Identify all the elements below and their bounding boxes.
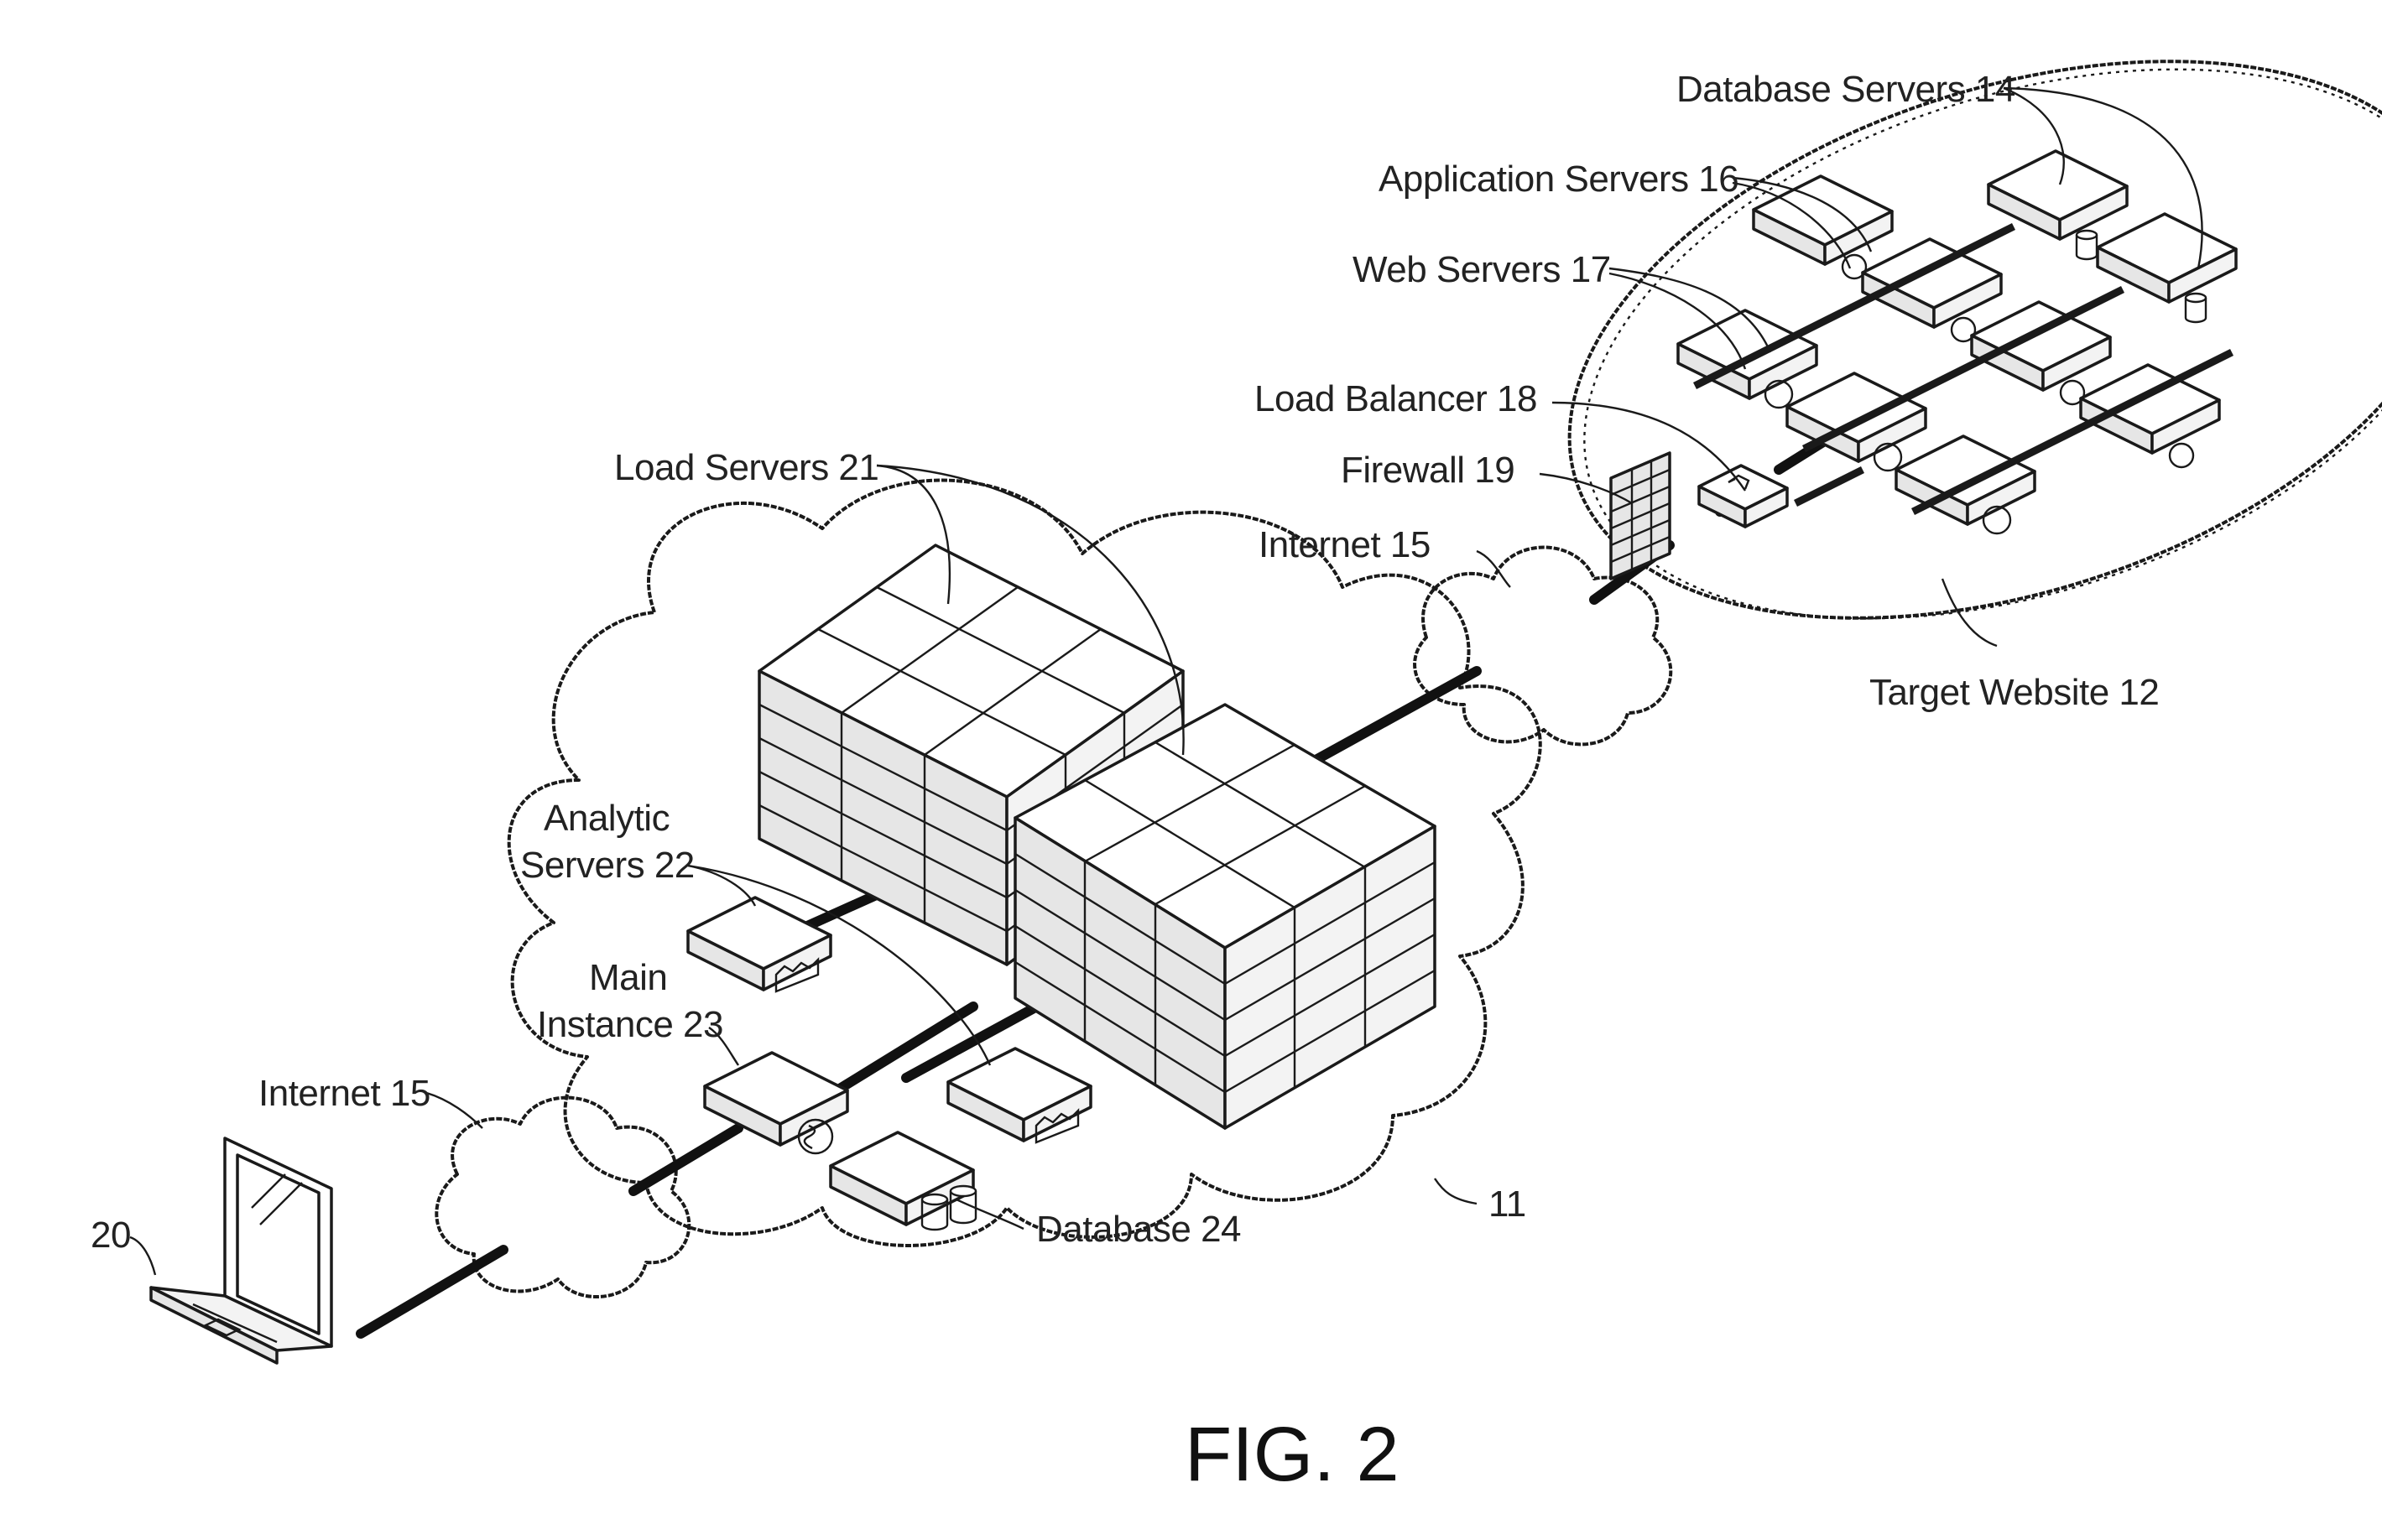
label-load-servers: Load Servers 21: [614, 447, 878, 488]
figure-caption: FIG. 2: [1185, 1412, 1399, 1497]
label-main-instance-line1: Main: [589, 957, 667, 998]
client-laptop: [151, 1138, 331, 1363]
label-load-balancer: Load Balancer 18: [1254, 378, 1537, 419]
label-database: Database 24: [1036, 1209, 1241, 1250]
label-application-servers: Application Servers 16: [1379, 159, 1738, 200]
label-database-servers: Database Servers 14: [1676, 69, 2015, 110]
label-analytic-servers-line1: Analytic: [544, 798, 670, 839]
analytic-server-a: [688, 897, 831, 991]
label-main-instance-line2: Instance 23: [537, 1004, 723, 1045]
label-client: 20: [91, 1215, 131, 1256]
label-web-servers: Web Servers 17: [1353, 249, 1611, 290]
label-firewall: Firewall 19: [1341, 450, 1514, 491]
label-internet-upper: Internet 15: [1259, 524, 1431, 565]
label-internet-lower: Internet 15: [258, 1073, 430, 1114]
label-cloud-ref: 11: [1488, 1184, 1526, 1225]
analytic-server-b: [948, 1048, 1091, 1142]
load-balancer: [1699, 466, 1787, 527]
label-analytic-servers-line2: Servers 22: [520, 845, 695, 886]
firewall: [1611, 453, 1670, 579]
database-server: [831, 1132, 976, 1230]
label-target-website: Target Website 12: [1869, 672, 2159, 713]
